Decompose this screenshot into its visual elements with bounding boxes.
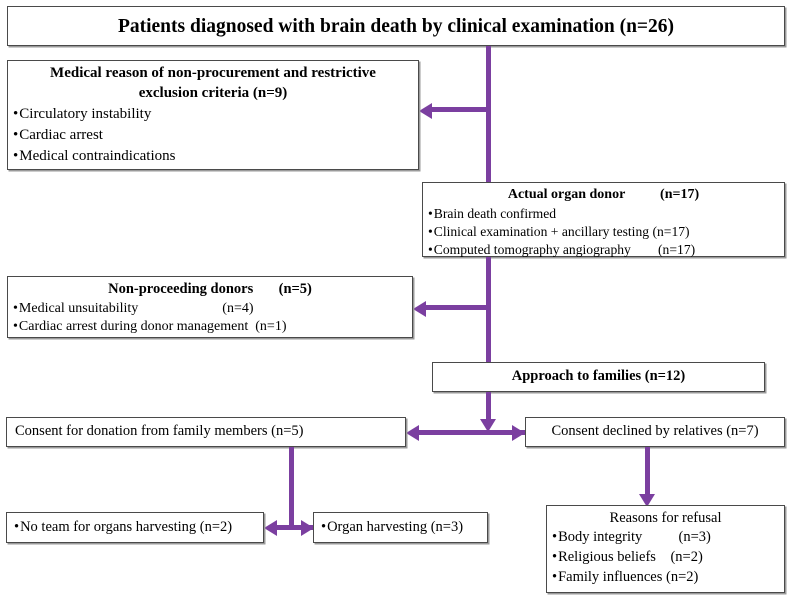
box-actual-organ-donor-item-0: Brain death confirmed: [428, 205, 779, 223]
connector-branch-to-medical: [432, 107, 488, 112]
connector-branch-to-nonproceeding: [426, 305, 488, 310]
box-approach-to-families: Approach to families (n=12): [432, 362, 765, 392]
box-non-proceeding-donors-item-0: Medical unsuitability (n=4): [13, 300, 407, 319]
box-consent-for-donation: Consent for donation from family members…: [6, 417, 406, 447]
box-non-proceeding-donors-heading: Non-proceeding donors (n=5): [108, 281, 312, 297]
box-consent-for-donation-text: Consent for donation from family members…: [15, 423, 304, 440]
box-reasons-for-refusal-item-0: Body integrity (n=3): [552, 528, 779, 548]
connector-consent-yes-to-no: [418, 430, 526, 435]
box-patients-diagnosed: Patients diagnosed with brain death by c…: [7, 6, 785, 46]
arrow-left-icon-to-nonproceeding: [413, 301, 426, 317]
box-medical-reason-heading-line1: Medical reason of non-procurement and re…: [50, 65, 376, 81]
arrow-right-icon-consent-link: [512, 425, 525, 441]
box-non-proceeding-donors-item-1: Cardiac arrest during donor management (…: [13, 318, 407, 337]
box-consent-declined: Consent declined by relatives (n=7): [525, 417, 785, 447]
connector-donor-to-approach: [486, 257, 491, 363]
arrow-left-icon-to-medical: [419, 103, 432, 119]
box-actual-organ-donor-heading: Actual organ donor (n=17): [507, 187, 700, 202]
connector-noteam-to-harvest: [276, 525, 316, 530]
arrow-left-icon-noteam-link: [264, 520, 277, 536]
box-actual-organ-donor-item-2: Computed tomography angiography (n=17): [428, 241, 779, 259]
arrow-down-icon-to-consent: [480, 419, 496, 432]
box-medical-reason-item-1: Cardiac arrest: [13, 125, 413, 146]
box-actual-organ-donor-item-1: Clinical examination + ancillary testing…: [428, 223, 779, 241]
box-approach-to-families-text: Approach to families (n=12): [511, 368, 686, 385]
box-medical-reason: Medical reason of non-procurement and re…: [7, 60, 419, 170]
box-organ-harvesting-text: Organ harvesting (n=3): [321, 519, 463, 536]
box-organ-harvesting: Organ harvesting (n=3): [313, 512, 488, 543]
box-reasons-for-refusal-heading: Reasons for refusal: [609, 510, 722, 526]
box-no-team-harvesting-text: No team for organs harvesting (n=2): [14, 519, 232, 536]
arrow-left-icon-consent-link: [406, 425, 419, 441]
box-reasons-for-refusal-item-1: Religious beliefs (n=2): [552, 548, 779, 568]
arrow-down-icon-to-refusal: [639, 494, 655, 507]
connector-consent-yes-to-bottom: [289, 447, 294, 525]
box-consent-declined-text: Consent declined by relatives (n=7): [551, 423, 759, 440]
connector-approach-to-consent: [486, 392, 491, 420]
box-no-team-harvesting: No team for organs harvesting (n=2): [6, 512, 264, 543]
box-reasons-for-refusal: Reasons for refusal Body integrity (n=3)…: [546, 505, 785, 593]
box-actual-organ-donor: Actual organ donor (n=17) Brain death co…: [422, 182, 785, 257]
box-reasons-for-refusal-item-2: Family influences (n=2): [552, 568, 779, 588]
box-medical-reason-heading-line2: exclusion criteria (n=9): [138, 84, 288, 101]
connector-consent-no-to-refusal: [645, 447, 650, 497]
arrow-right-icon-harvest-link: [301, 520, 314, 536]
box-non-proceeding-donors: Non-proceeding donors (n=5) Medical unsu…: [7, 276, 413, 338]
box-medical-reason-item-2: Medical contraindications: [13, 146, 413, 167]
box-patients-diagnosed-text: Patients diagnosed with brain death by c…: [117, 15, 675, 37]
connector-title-to-donor: [486, 46, 491, 186]
box-medical-reason-item-0: Circulatory instability: [13, 104, 413, 125]
